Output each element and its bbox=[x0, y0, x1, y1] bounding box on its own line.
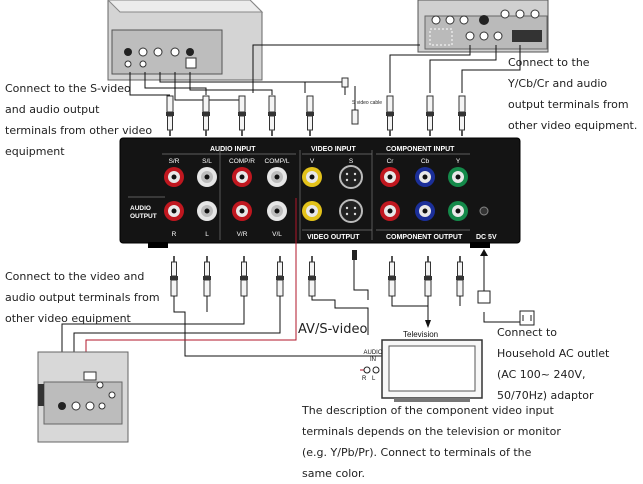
panel-title-audio-input: AUDIO INPUT bbox=[210, 146, 256, 153]
jack-label-r: R bbox=[172, 231, 177, 238]
jack-label-sl: S/L bbox=[202, 158, 212, 165]
jack-label-s: S bbox=[349, 158, 354, 165]
jack-dc-in[interactable] bbox=[479, 206, 489, 216]
note-component-description: The description of the component video i… bbox=[302, 404, 561, 480]
panel-title-component-input: COMPONENT INPUT bbox=[386, 146, 455, 153]
note-svideo-input: Connect to the S-video and audio output … bbox=[5, 82, 153, 158]
component-source-device bbox=[417, 0, 549, 53]
jack-label-v: V bbox=[310, 158, 315, 165]
jack-cr-input[interactable] bbox=[380, 167, 400, 187]
note-video-output: Connect to the video and audio output te… bbox=[5, 270, 160, 325]
note-component-input: Connect to the Y/Cb/Cr and audio output … bbox=[508, 56, 638, 132]
tv-audio-r-label: R bbox=[362, 376, 367, 382]
jack-cr-output[interactable] bbox=[380, 201, 400, 221]
jack-cb-input[interactable] bbox=[415, 167, 435, 187]
jack-r-output[interactable] bbox=[164, 201, 184, 221]
jack-cb-output[interactable] bbox=[415, 201, 435, 221]
jack-video-input[interactable] bbox=[302, 167, 322, 187]
svideo-cable-label: S video cable bbox=[352, 100, 382, 106]
panel-title-video-output: VIDEO OUTPUT bbox=[307, 234, 360, 241]
jack-comp-r-input[interactable] bbox=[232, 167, 252, 187]
jack-svideo-input[interactable] bbox=[339, 165, 363, 189]
jack-v-l-input[interactable] bbox=[267, 201, 287, 221]
cables-top bbox=[129, 44, 521, 101]
ac-adaptor bbox=[477, 290, 535, 326]
arrow-to-panel-dc bbox=[480, 249, 488, 256]
arrow-to-tv bbox=[425, 320, 431, 328]
jack-label-vr: V/R bbox=[237, 231, 248, 238]
jack-label-cb: Cb bbox=[421, 158, 430, 165]
plugs-top bbox=[165, 77, 467, 137]
jack-label-compl: COMP/L bbox=[265, 158, 290, 165]
jack-comp-l-input[interactable] bbox=[267, 167, 287, 187]
jack-svideo-output[interactable] bbox=[339, 199, 363, 223]
switch-panel bbox=[119, 137, 521, 248]
jack-s-l-input[interactable] bbox=[197, 167, 217, 187]
television bbox=[363, 339, 483, 402]
jack-label-vl: V/L bbox=[272, 231, 282, 238]
jack-label-compr: COMP/R bbox=[229, 158, 255, 165]
jack-label-l: L bbox=[205, 231, 209, 238]
jack-video-output[interactable] bbox=[302, 201, 322, 221]
jack-label-cr: Cr bbox=[387, 158, 395, 165]
tv-label: Television bbox=[403, 330, 438, 339]
jack-y-output[interactable] bbox=[448, 201, 468, 221]
panel-title-component-output: COMPONENT OUTPUT bbox=[386, 234, 463, 241]
panel-label-dc: DC 5V bbox=[476, 234, 497, 241]
panel-title-video-input: VIDEO INPUT bbox=[311, 146, 356, 153]
note-ac-outlet: Connect to Household AC outlet (AC 100~ … bbox=[497, 326, 610, 402]
plugs-bottom bbox=[169, 250, 465, 297]
jack-label-sr: S/R bbox=[169, 158, 180, 165]
video-source-device bbox=[37, 351, 129, 443]
jack-v-r-input[interactable] bbox=[232, 201, 252, 221]
jack-y-input[interactable] bbox=[448, 167, 468, 187]
jack-s-r-input[interactable] bbox=[164, 167, 184, 187]
svideo-source-device bbox=[107, 0, 264, 81]
jack-label-y: Y bbox=[456, 158, 461, 165]
tv-audio-l-label: L bbox=[372, 376, 376, 382]
jack-l-output[interactable] bbox=[197, 201, 217, 221]
av-svideo-label: AV/S-video bbox=[298, 322, 368, 337]
